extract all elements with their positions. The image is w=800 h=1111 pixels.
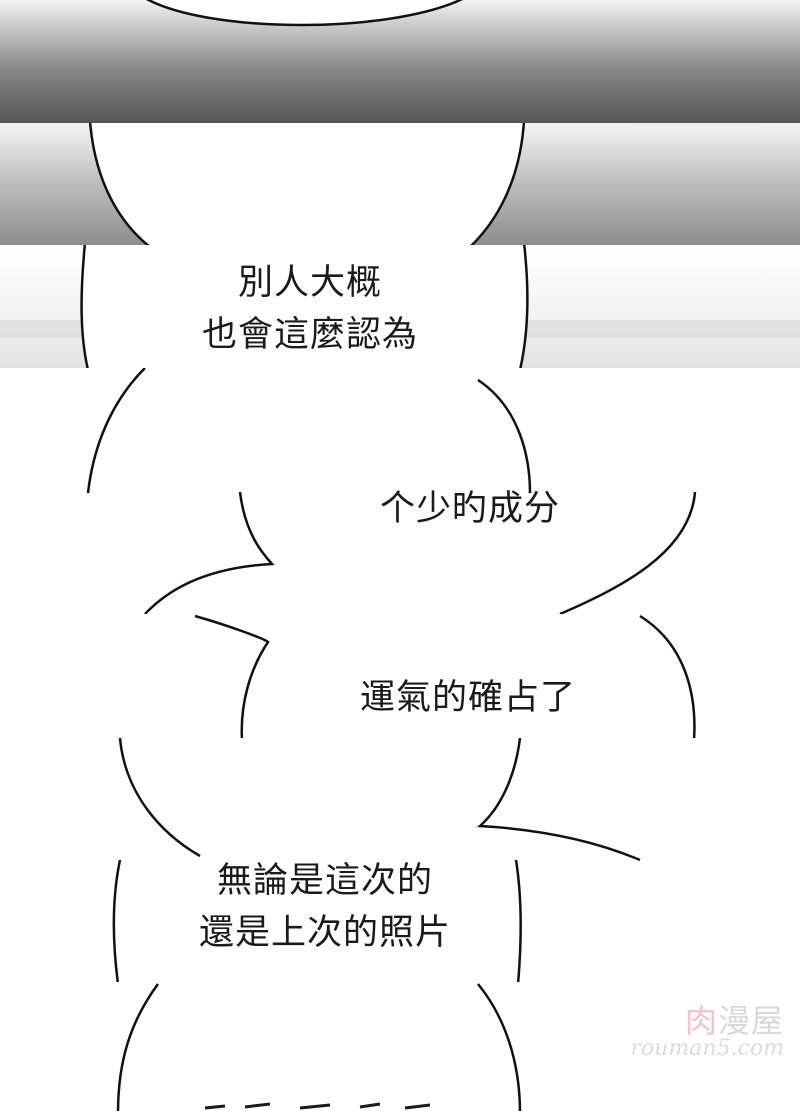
- bubble-5-line-1: 運氣的確占了: [359, 678, 576, 718]
- watermark-logo: 肉漫屋: [631, 996, 785, 1042]
- speech-bubble-4-bg: [86, 368, 146, 494]
- cut-off-text-fragments: [204, 1102, 431, 1110]
- speech-bubble-2: [88, 123, 526, 245]
- panel-1-art: [0, 0, 800, 123]
- panel-6-art: [112, 738, 641, 982]
- panel-5-art: [194, 614, 696, 738]
- panel-strip-4: 个少旳成分: [0, 368, 800, 614]
- speech-bubble-6: [112, 859, 523, 982]
- bubble-6-line-1: 無論是這次的: [216, 861, 433, 901]
- panel-strip-3: 別人大概 也會這麼認為: [0, 245, 800, 368]
- bubble-6-line-2: 還是上次的照片: [198, 913, 451, 953]
- panel-strip-7: [0, 982, 800, 1111]
- panel-strip-1: [0, 0, 800, 123]
- bubble-4-line-1: 个少旳成分: [379, 489, 560, 529]
- speech-bubble-6-top: [118, 738, 201, 858]
- panel-3-art: [0, 245, 800, 368]
- speech-bubble-5: [194, 614, 696, 738]
- speech-bubble-4: [145, 368, 800, 614]
- speech-bubble-7: [116, 983, 522, 1111]
- bubble-3-line-2: 也會這麼認為: [201, 315, 418, 355]
- watermark-logo-rest: 漫屋: [717, 1002, 784, 1040]
- panel-strip-5: 運氣的確占了: [0, 614, 800, 738]
- bubble-3-line-1: 別人大概: [237, 263, 382, 303]
- panel-2-art: [0, 123, 800, 245]
- watermark: 肉漫屋 rouman5.com: [631, 996, 785, 1061]
- panel-strip-6: 無論是這次的 還是上次的照片: [0, 738, 800, 982]
- watermark-logo-accent: 肉: [684, 1002, 718, 1040]
- panel-strip-2: [0, 123, 800, 245]
- bubble-5-text: 運氣的確占了: [338, 672, 598, 724]
- panel-7-art: [116, 983, 522, 1111]
- bubble-3-text: 別人大概 也會這麼認為: [150, 257, 470, 361]
- panel-4-art: [86, 368, 800, 614]
- bubble-6-text: 無論是這次的 還是上次的照片: [175, 855, 475, 959]
- bubble-4-text: 个少旳成分: [340, 483, 600, 535]
- speech-bubble-3: [80, 245, 529, 368]
- watermark-url: rouman5.com: [630, 1036, 785, 1061]
- speech-bubble-1: [146, 0, 463, 27]
